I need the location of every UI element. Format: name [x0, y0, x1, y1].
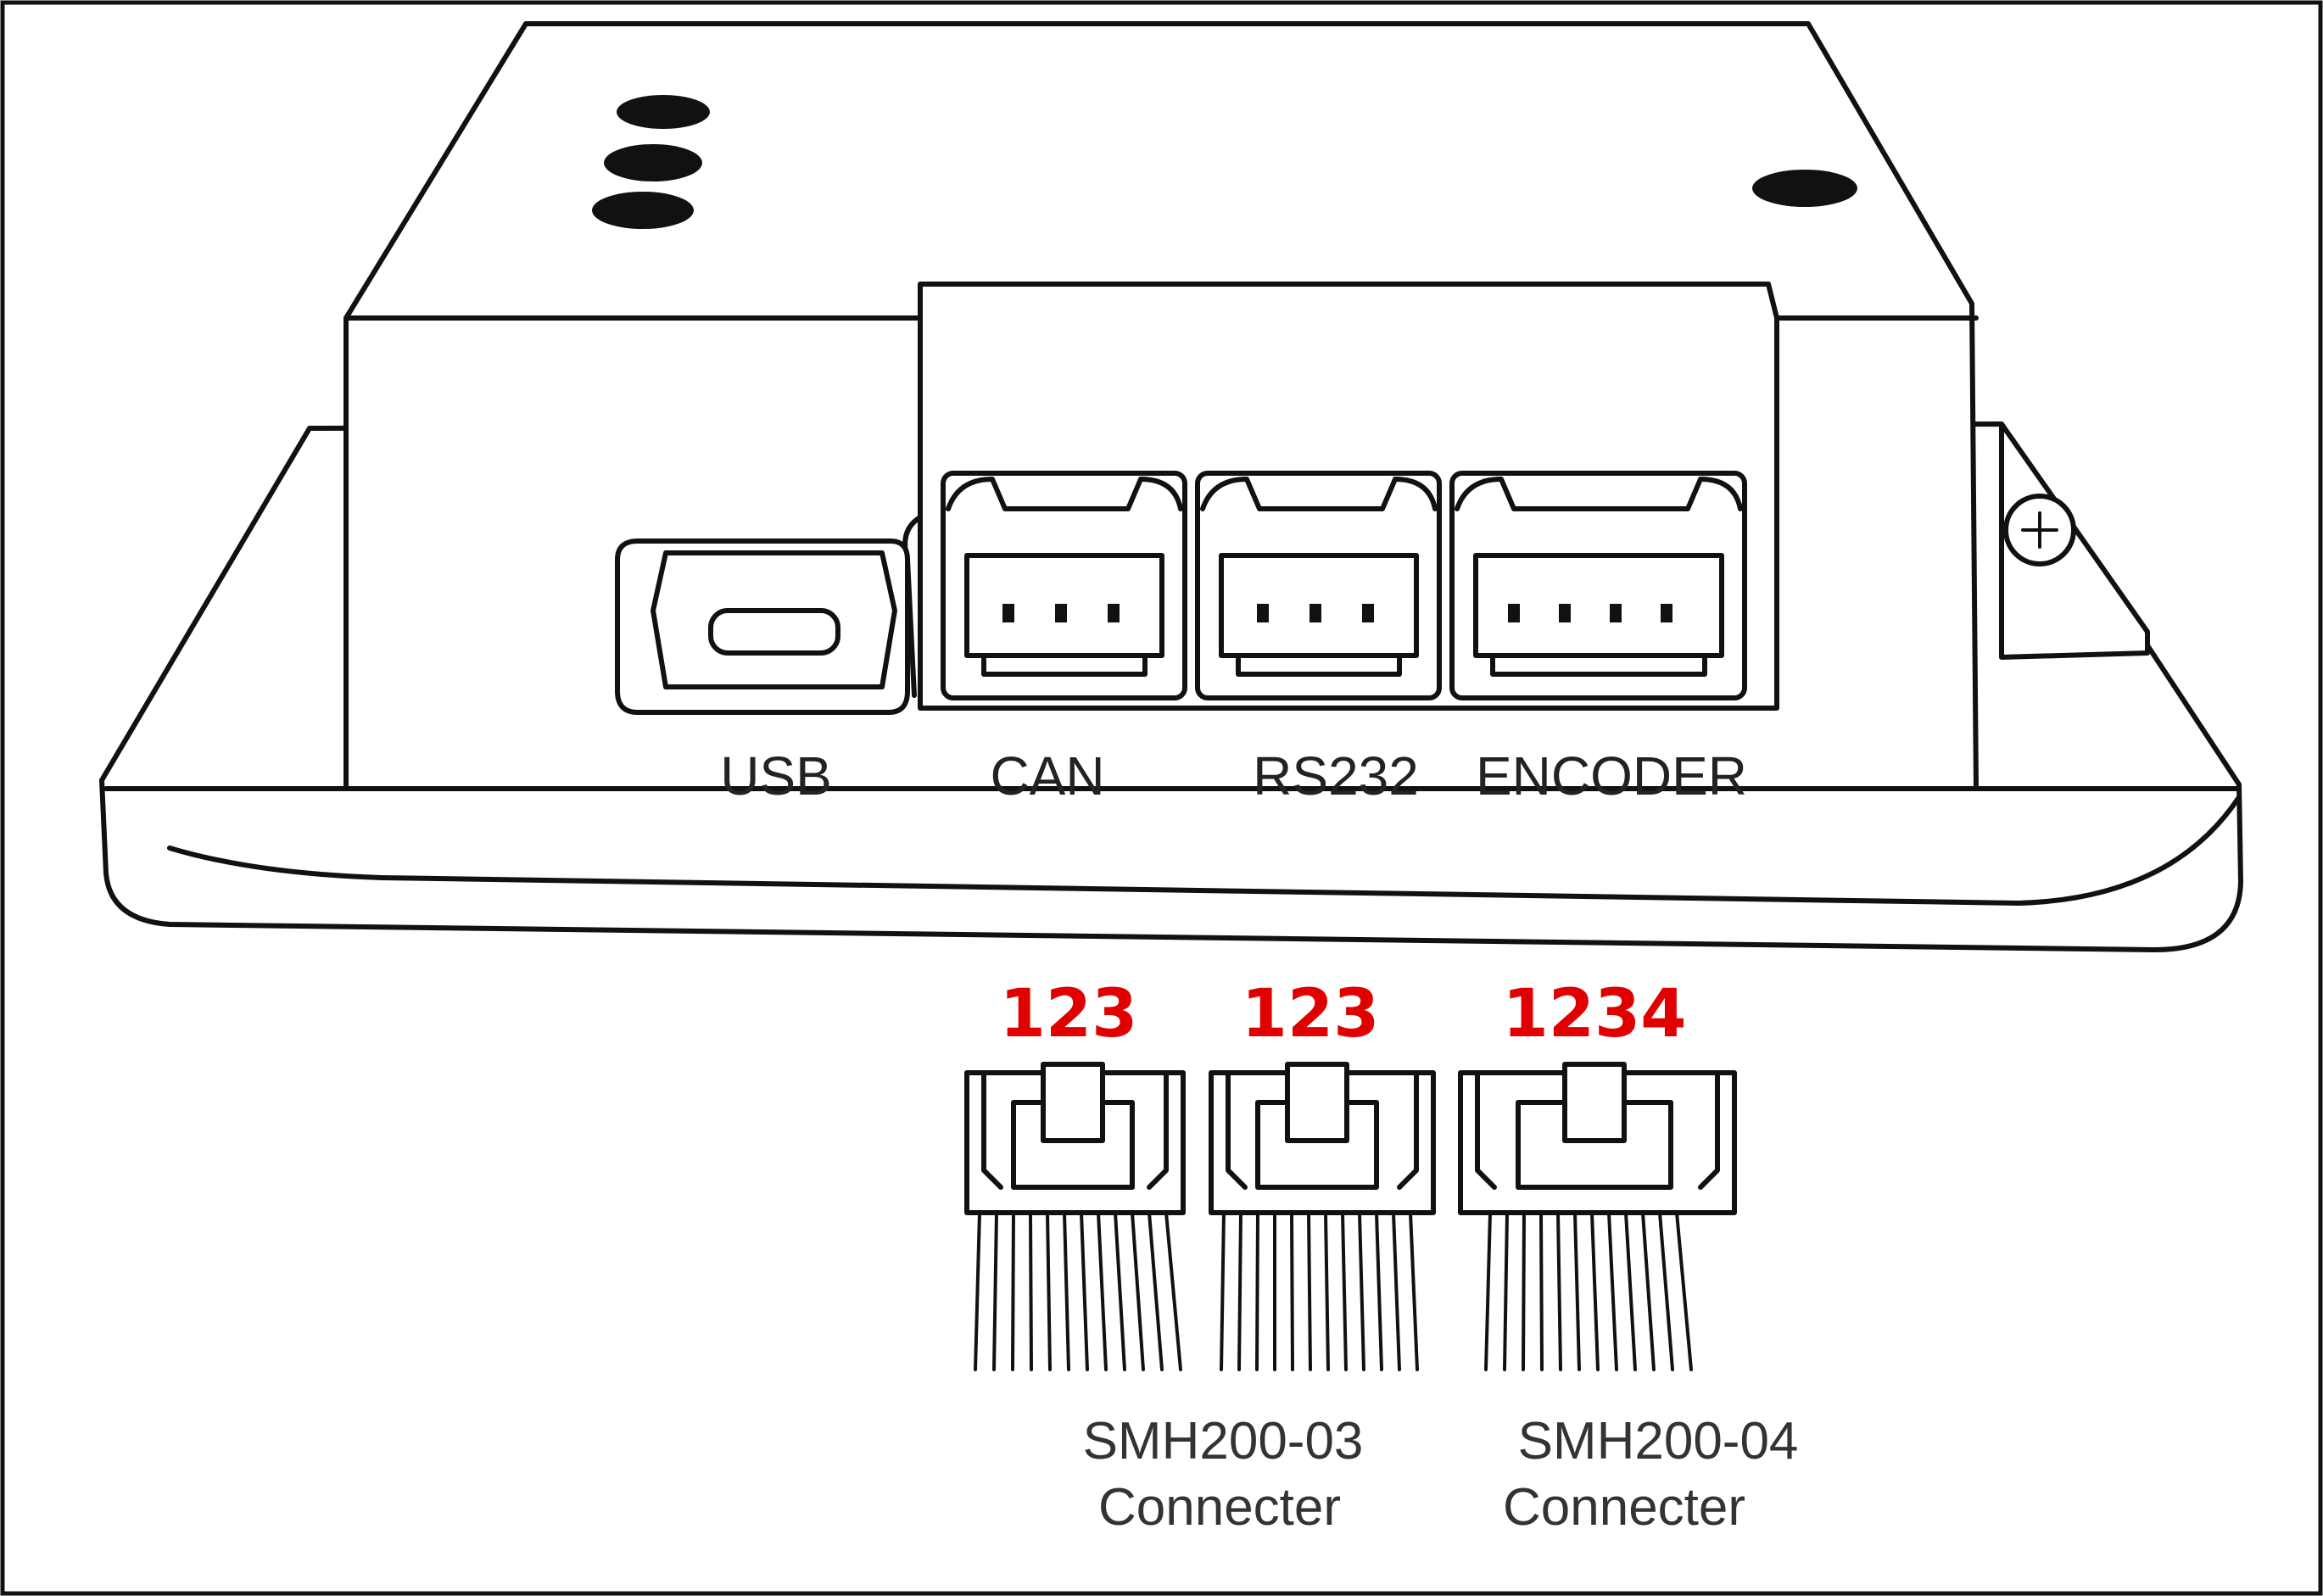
mount-hole — [617, 95, 710, 129]
cable-type-smh200-03: Connecter — [1098, 1478, 1341, 1537]
cable-plug-3pin — [964, 1062, 1186, 1371]
rs232-connector — [1195, 471, 1442, 700]
can-connector — [941, 471, 1187, 700]
usb-port — [615, 539, 910, 715]
cable-plug-3pin-2 — [1209, 1062, 1436, 1371]
mount-hole — [604, 144, 702, 181]
port-label-can: CAN — [990, 745, 1104, 806]
port-label-encoder: ENCODER — [1476, 745, 1747, 806]
cable-model-smh200-03: SMH200-03 — [1083, 1412, 1364, 1470]
pin-numbers-rs232: 123 — [1242, 976, 1380, 1052]
port-label-usb: USB — [720, 745, 832, 806]
port-label-rs232: RS232 — [1253, 745, 1419, 806]
mount-hole — [592, 192, 694, 229]
cable-plug-4pin — [1458, 1062, 1737, 1371]
mount-hole — [1752, 170, 1857, 207]
encoder-connector — [1449, 471, 1747, 700]
usb-socket — [708, 608, 840, 656]
cable-type-smh200-04: Connecter — [1503, 1478, 1745, 1537]
cable-model-smh200-04: SMH200-04 — [1518, 1412, 1799, 1470]
right-flange — [1999, 421, 2150, 660]
pin-numbers-encoder: 1234 — [1502, 976, 1686, 1052]
pin-numbers-can: 123 — [1000, 976, 1138, 1052]
